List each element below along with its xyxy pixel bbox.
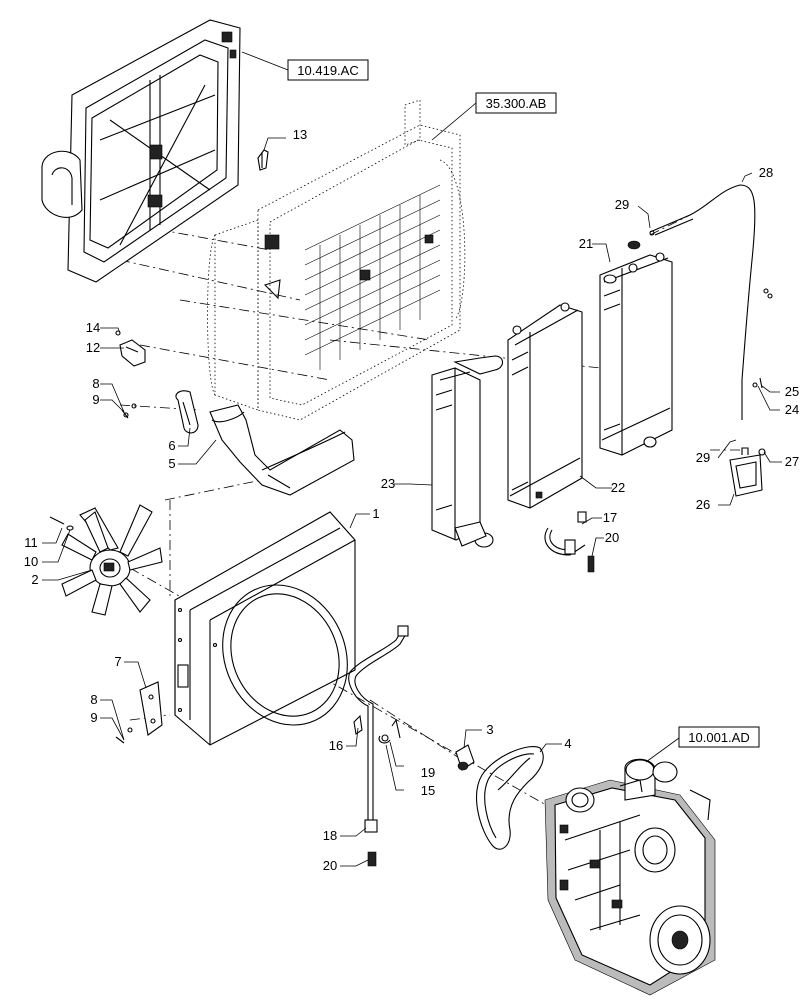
cover-plate-7 — [115, 681, 163, 744]
callout-9-lower[interactable]: 9 — [90, 710, 97, 725]
callout-1[interactable]: 1 — [372, 506, 379, 521]
overflow-hose-28 — [649, 184, 773, 420]
callout-6[interactable]: 6 — [168, 438, 175, 453]
bracket-12 — [115, 330, 146, 367]
callout-10[interactable]: 10 — [24, 554, 38, 569]
callout-9-upper[interactable]: 9 — [92, 392, 99, 407]
callout-20-lower[interactable]: 20 — [323, 858, 337, 873]
callout-11[interactable]: 11 — [24, 535, 38, 550]
callout-23[interactable]: 23 — [381, 476, 395, 491]
engine-assembly — [544, 758, 716, 996]
callout-13[interactable]: 13 — [293, 127, 307, 142]
callout-19[interactable]: 19 — [421, 765, 435, 780]
reference-box-10-419-ac[interactable]: 10.419.AC — [241, 51, 369, 81]
belt-4 — [476, 746, 544, 850]
callout-27[interactable]: 27 — [785, 454, 799, 469]
callout-21[interactable]: 21 — [579, 236, 593, 251]
callout-8-lower[interactable]: 8 — [90, 692, 97, 707]
leader-lines — [42, 137, 782, 867]
callout-labels: 13 14 12 8 9 6 5 11 10 2 1 23 22 17 20 7… — [24, 127, 799, 873]
clamp-15-16-19 — [353, 714, 401, 744]
callout-28[interactable]: 28 — [759, 165, 773, 180]
radiator-21 — [599, 240, 673, 456]
reference-label-35-300-ab: 35.300.AB — [486, 96, 547, 111]
callout-29-upper[interactable]: 29 — [615, 197, 629, 212]
callout-2[interactable]: 2 — [31, 572, 38, 587]
bolt-8-9-upper — [121, 403, 137, 419]
expansion-tank-26 — [729, 447, 766, 497]
reference-label-10-001-ad: 10.001.AD — [688, 730, 749, 745]
callout-18[interactable]: 18 — [323, 828, 337, 843]
reference-box-35-300-ab[interactable]: 35.300.AB — [431, 92, 557, 141]
reference-label-10-419-ac: 10.419.AC — [297, 63, 358, 78]
shroud-frame-assembly — [41, 19, 241, 283]
clip-13 — [257, 149, 269, 171]
charge-air-cooler-23 — [431, 355, 504, 548]
callout-29-lower[interactable]: 29 — [696, 450, 710, 465]
reference-box-10-001-ad[interactable]: 10.001.AD — [645, 726, 760, 763]
callout-22[interactable]: 22 — [611, 480, 625, 495]
callout-16[interactable]: 16 — [329, 738, 343, 753]
callout-8-upper[interactable]: 8 — [92, 376, 99, 391]
cooling-module-frame — [207, 99, 466, 421]
coolant-tube-18 — [348, 625, 409, 867]
callout-25[interactable]: 25 — [785, 384, 799, 399]
callout-4[interactable]: 4 — [564, 736, 571, 751]
callout-7[interactable]: 7 — [114, 654, 121, 669]
callout-5[interactable]: 5 — [168, 456, 175, 471]
oil-cooler-22 — [507, 302, 583, 509]
callout-12[interactable]: 12 — [86, 340, 100, 355]
radiator-core-grid — [304, 184, 441, 370]
callout-3[interactable]: 3 — [486, 722, 493, 737]
fan-shroud-1 — [174, 511, 356, 746]
callout-24[interactable]: 24 — [785, 402, 799, 417]
fan-2 — [49, 504, 163, 616]
callout-26[interactable]: 26 — [696, 497, 710, 512]
callout-17[interactable]: 17 — [603, 510, 617, 525]
callout-14[interactable]: 14 — [86, 320, 100, 335]
bolt-24-25 — [752, 377, 763, 389]
seal-6 — [175, 390, 199, 434]
callout-15[interactable]: 15 — [421, 783, 435, 798]
air-duct-5 — [209, 404, 355, 496]
callout-20-upper[interactable]: 20 — [605, 530, 619, 545]
spacer-3 — [455, 744, 475, 771]
